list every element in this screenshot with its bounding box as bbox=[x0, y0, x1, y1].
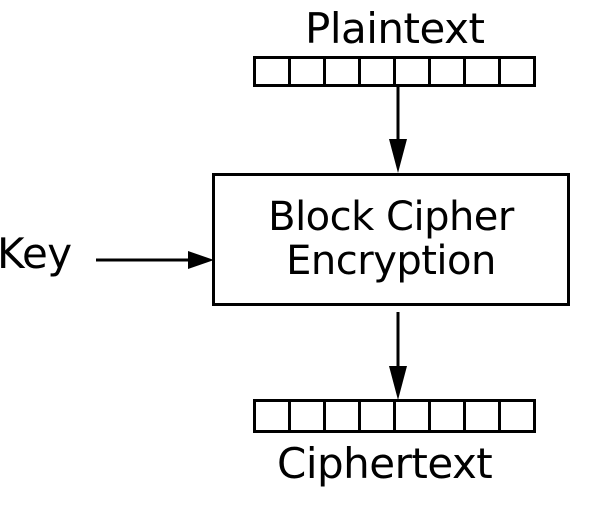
plaintext-block-row bbox=[253, 56, 536, 87]
plaintext-block-cell bbox=[291, 59, 326, 84]
block-cipher-encryption-box: Block Cipher Encryption bbox=[212, 173, 570, 306]
ciphertext-block-cell bbox=[466, 402, 501, 430]
ciphertext-block-cell bbox=[291, 402, 326, 430]
plaintext-label: Plaintext bbox=[305, 4, 485, 53]
plaintext-block-cell bbox=[361, 59, 396, 84]
ciphertext-block-cell bbox=[501, 402, 533, 430]
ciphertext-block-row bbox=[253, 399, 536, 433]
arrow-down-icon-cipher-to-ciphertext bbox=[389, 312, 407, 400]
arrow-right-icon-key-to-cipher bbox=[96, 251, 214, 269]
plaintext-block-cell bbox=[501, 59, 533, 84]
key-label: Key bbox=[0, 229, 72, 278]
ciphertext-block-cell bbox=[396, 402, 431, 430]
ciphertext-block-cell bbox=[431, 402, 466, 430]
arrow-down-icon-plaintext-to-cipher bbox=[389, 85, 407, 173]
ciphertext-label: Ciphertext bbox=[277, 439, 493, 488]
cipher-box-line-1: Block Cipher bbox=[268, 194, 514, 241]
ciphertext-block-cell bbox=[361, 402, 396, 430]
ciphertext-block-cell bbox=[326, 402, 361, 430]
plaintext-block-cell bbox=[326, 59, 361, 84]
plaintext-block-cell bbox=[396, 59, 431, 84]
ciphertext-block-cell bbox=[256, 402, 291, 430]
plaintext-block-cell bbox=[431, 59, 466, 84]
plaintext-block-cell bbox=[466, 59, 501, 84]
cipher-box-line-2: Encryption bbox=[286, 237, 496, 284]
plaintext-block-cell bbox=[256, 59, 291, 84]
